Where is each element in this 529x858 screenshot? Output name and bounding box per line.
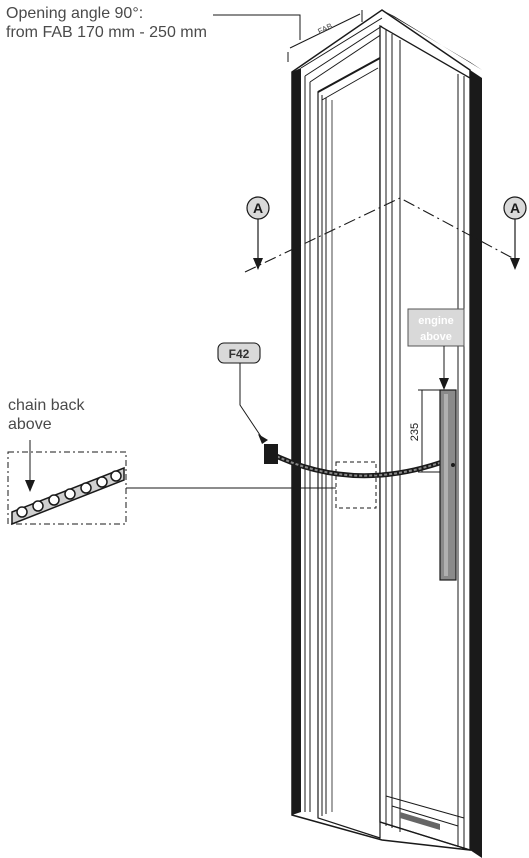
engine-unit: [439, 389, 457, 581]
part-tag-f42-label: F42: [229, 347, 250, 361]
dimension-235: [418, 389, 440, 473]
chain-detail-box: [335, 461, 377, 509]
part-tag-f42: [217, 342, 268, 444]
fab-dimension: [287, 10, 363, 62]
opened-sash: [379, 10, 482, 858]
opening-angle-line2: from FAB 170 mm - 250 mm: [6, 24, 207, 41]
section-marker-right: [503, 196, 527, 270]
engine-label-line2: above: [420, 331, 452, 343]
opening-angle-line1: Opening angle 90°:: [6, 5, 144, 22]
opening-angle-label: Opening angle 90°: from FAB 170 mm - 250…: [6, 4, 207, 42]
chain-back-label: chain back above: [8, 396, 85, 434]
section-marker-left: [246, 196, 270, 270]
chain-detail-inset: [7, 440, 336, 526]
engine-label-box: [407, 308, 465, 390]
dimension-235-label: 235: [409, 423, 421, 441]
chain-back-line2: above: [8, 416, 52, 433]
header-leader: [213, 14, 301, 40]
fab-label: FAB: [316, 22, 334, 37]
section-line: [244, 197, 521, 273]
section-marker-left-label: A: [253, 200, 263, 216]
chain-arc: [264, 444, 449, 479]
chain-back-line1: chain back: [8, 397, 85, 414]
section-marker-right-label: A: [510, 200, 520, 216]
engine-label-line1: engine: [418, 315, 453, 327]
